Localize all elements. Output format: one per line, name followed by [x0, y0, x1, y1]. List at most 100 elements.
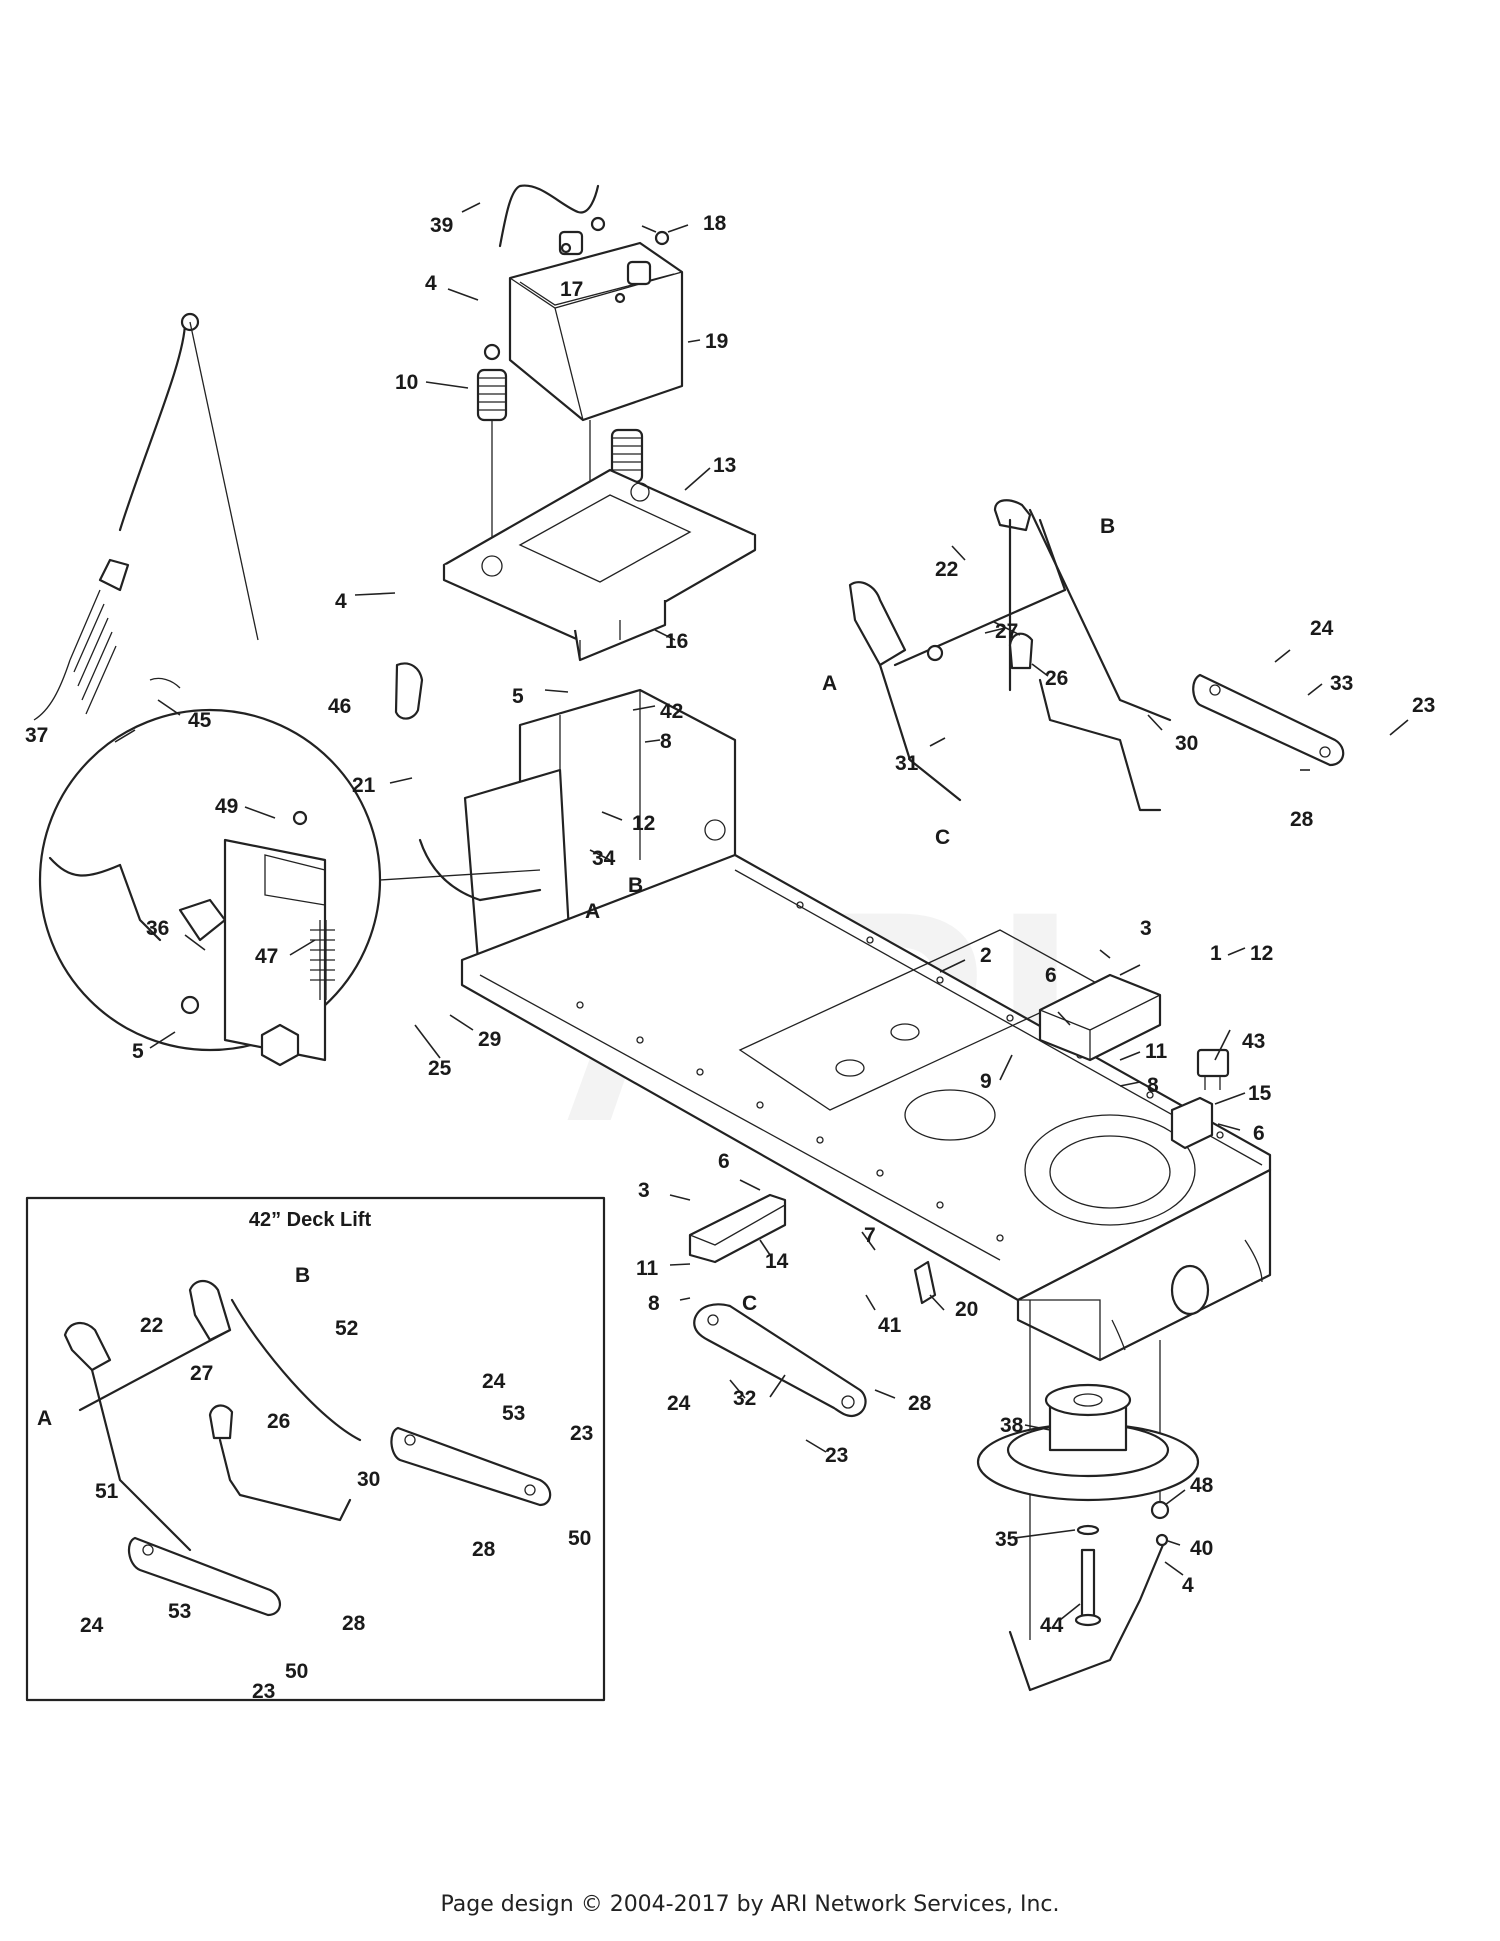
lift-assembly-right [848, 499, 1345, 812]
letter-a: A [37, 1407, 52, 1430]
cotter-pin-45 [149, 677, 181, 689]
lift-arm-32 [693, 1303, 867, 1418]
callout-24: 24 [80, 1614, 104, 1637]
callout-23: 23 [570, 1422, 593, 1445]
callout-28: 28 [908, 1392, 932, 1415]
callout-24: 24 [667, 1392, 691, 1415]
battery-tray [442, 468, 757, 662]
callout-51: 51 [95, 1480, 119, 1503]
cable-37 [33, 312, 259, 721]
leader-lines [114, 202, 1409, 1621]
callout-23: 23 [825, 1444, 848, 1467]
callout-13: 13 [713, 454, 736, 477]
callout-34: 34 [592, 847, 616, 870]
callout-17: 17 [560, 278, 583, 301]
callout-31: 31 [895, 752, 919, 775]
callout-41: 41 [878, 1314, 902, 1337]
callout-5: 5 [132, 1040, 144, 1063]
letter-c: C [742, 1292, 757, 1315]
battery [508, 216, 684, 422]
callout-28: 28 [1290, 808, 1314, 831]
callout-16: 16 [665, 630, 688, 653]
callout-30: 30 [357, 1468, 380, 1491]
callout-12: 12 [632, 812, 655, 835]
callout-29: 29 [478, 1028, 501, 1051]
callout-27: 27 [995, 620, 1018, 643]
inset-title: 42” Deck Lift [249, 1209, 372, 1231]
callout-48: 48 [1190, 1474, 1214, 1497]
callout-23: 23 [1412, 694, 1435, 717]
battery-wire [498, 184, 600, 248]
callout-11: 11 [636, 1257, 659, 1280]
letter-b: B [295, 1264, 310, 1287]
letter-b: B [628, 874, 643, 897]
callout-14: 14 [765, 1250, 789, 1273]
callout-38: 38 [1000, 1414, 1024, 1437]
inset-deck-lift: 42” Deck Lift [25, 1196, 606, 1702]
letter-a: A [822, 672, 837, 695]
callout-22: 22 [140, 1314, 163, 1337]
footer-credit: Page design © 2004-2017 by ARI Network S… [440, 1892, 1060, 1917]
callout-10: 10 [395, 371, 418, 394]
callout-12: 12 [1250, 942, 1273, 965]
callout-49: 49 [215, 795, 238, 818]
callout-8: 8 [648, 1292, 660, 1315]
callout-43: 43 [1242, 1030, 1265, 1053]
callout-8: 8 [660, 730, 672, 753]
callout-53: 53 [168, 1600, 191, 1623]
letter-b: B [1100, 515, 1115, 538]
callout-28: 28 [342, 1612, 366, 1635]
bracket-15 [1170, 1096, 1214, 1150]
callout-7: 7 [864, 1224, 876, 1247]
callout-20: 20 [955, 1298, 978, 1321]
hood-bracket [1038, 973, 1162, 1062]
callout-45: 45 [188, 709, 212, 732]
callout-6: 6 [718, 1150, 730, 1173]
callout-6: 6 [1045, 964, 1057, 987]
callout-2: 2 [980, 944, 992, 967]
callout-35: 35 [995, 1528, 1019, 1551]
callout-23: 23 [252, 1680, 275, 1703]
callout-36: 36 [146, 917, 169, 940]
rod-48 [1008, 1500, 1170, 1692]
callout-4: 4 [1182, 1574, 1194, 1597]
callout-53: 53 [502, 1402, 525, 1425]
switch [1196, 1048, 1230, 1090]
callout-33: 33 [1330, 672, 1353, 695]
callout-4: 4 [425, 272, 437, 295]
callout-39: 39 [430, 214, 453, 237]
callout-50: 50 [568, 1527, 591, 1550]
callout-32: 32 [733, 1387, 756, 1410]
callout-19: 19 [705, 330, 728, 353]
callout-40: 40 [1190, 1537, 1213, 1560]
callout-26: 26 [1045, 667, 1068, 690]
callout-47: 47 [255, 945, 278, 968]
callout-6: 6 [1253, 1122, 1265, 1145]
callout-22: 22 [935, 558, 958, 581]
callout-24: 24 [1310, 617, 1334, 640]
callout-37: 37 [25, 724, 48, 747]
callout-26: 26 [267, 1410, 290, 1433]
callout-30: 30 [1175, 732, 1198, 755]
callout-labels: 1 2 3 3 4 4 4 5 5 6 6 6 7 8 8 8 9 10 11 … [25, 212, 1435, 1703]
bracket-20 [913, 1260, 937, 1305]
callout-3: 3 [1140, 917, 1152, 940]
callout-1: 1 [1210, 942, 1222, 965]
callout-18: 18 [703, 212, 727, 235]
callout-25: 25 [428, 1057, 452, 1080]
callout-24: 24 [482, 1370, 506, 1393]
detail-circle [38, 708, 541, 1067]
callout-5: 5 [512, 685, 524, 708]
reference-letters: A A A B B B C C [37, 515, 1115, 1430]
callout-46: 46 [328, 695, 351, 718]
callout-9: 9 [980, 1070, 992, 1093]
battery-spring-left [476, 343, 508, 565]
callout-44: 44 [1040, 1614, 1064, 1637]
callout-11: 11 [1145, 1040, 1168, 1063]
callout-4: 4 [335, 590, 347, 613]
bracket-14 [688, 1193, 787, 1264]
lift-lever-21 [394, 662, 542, 902]
callout-50: 50 [285, 1660, 308, 1683]
callout-21: 21 [352, 774, 376, 797]
